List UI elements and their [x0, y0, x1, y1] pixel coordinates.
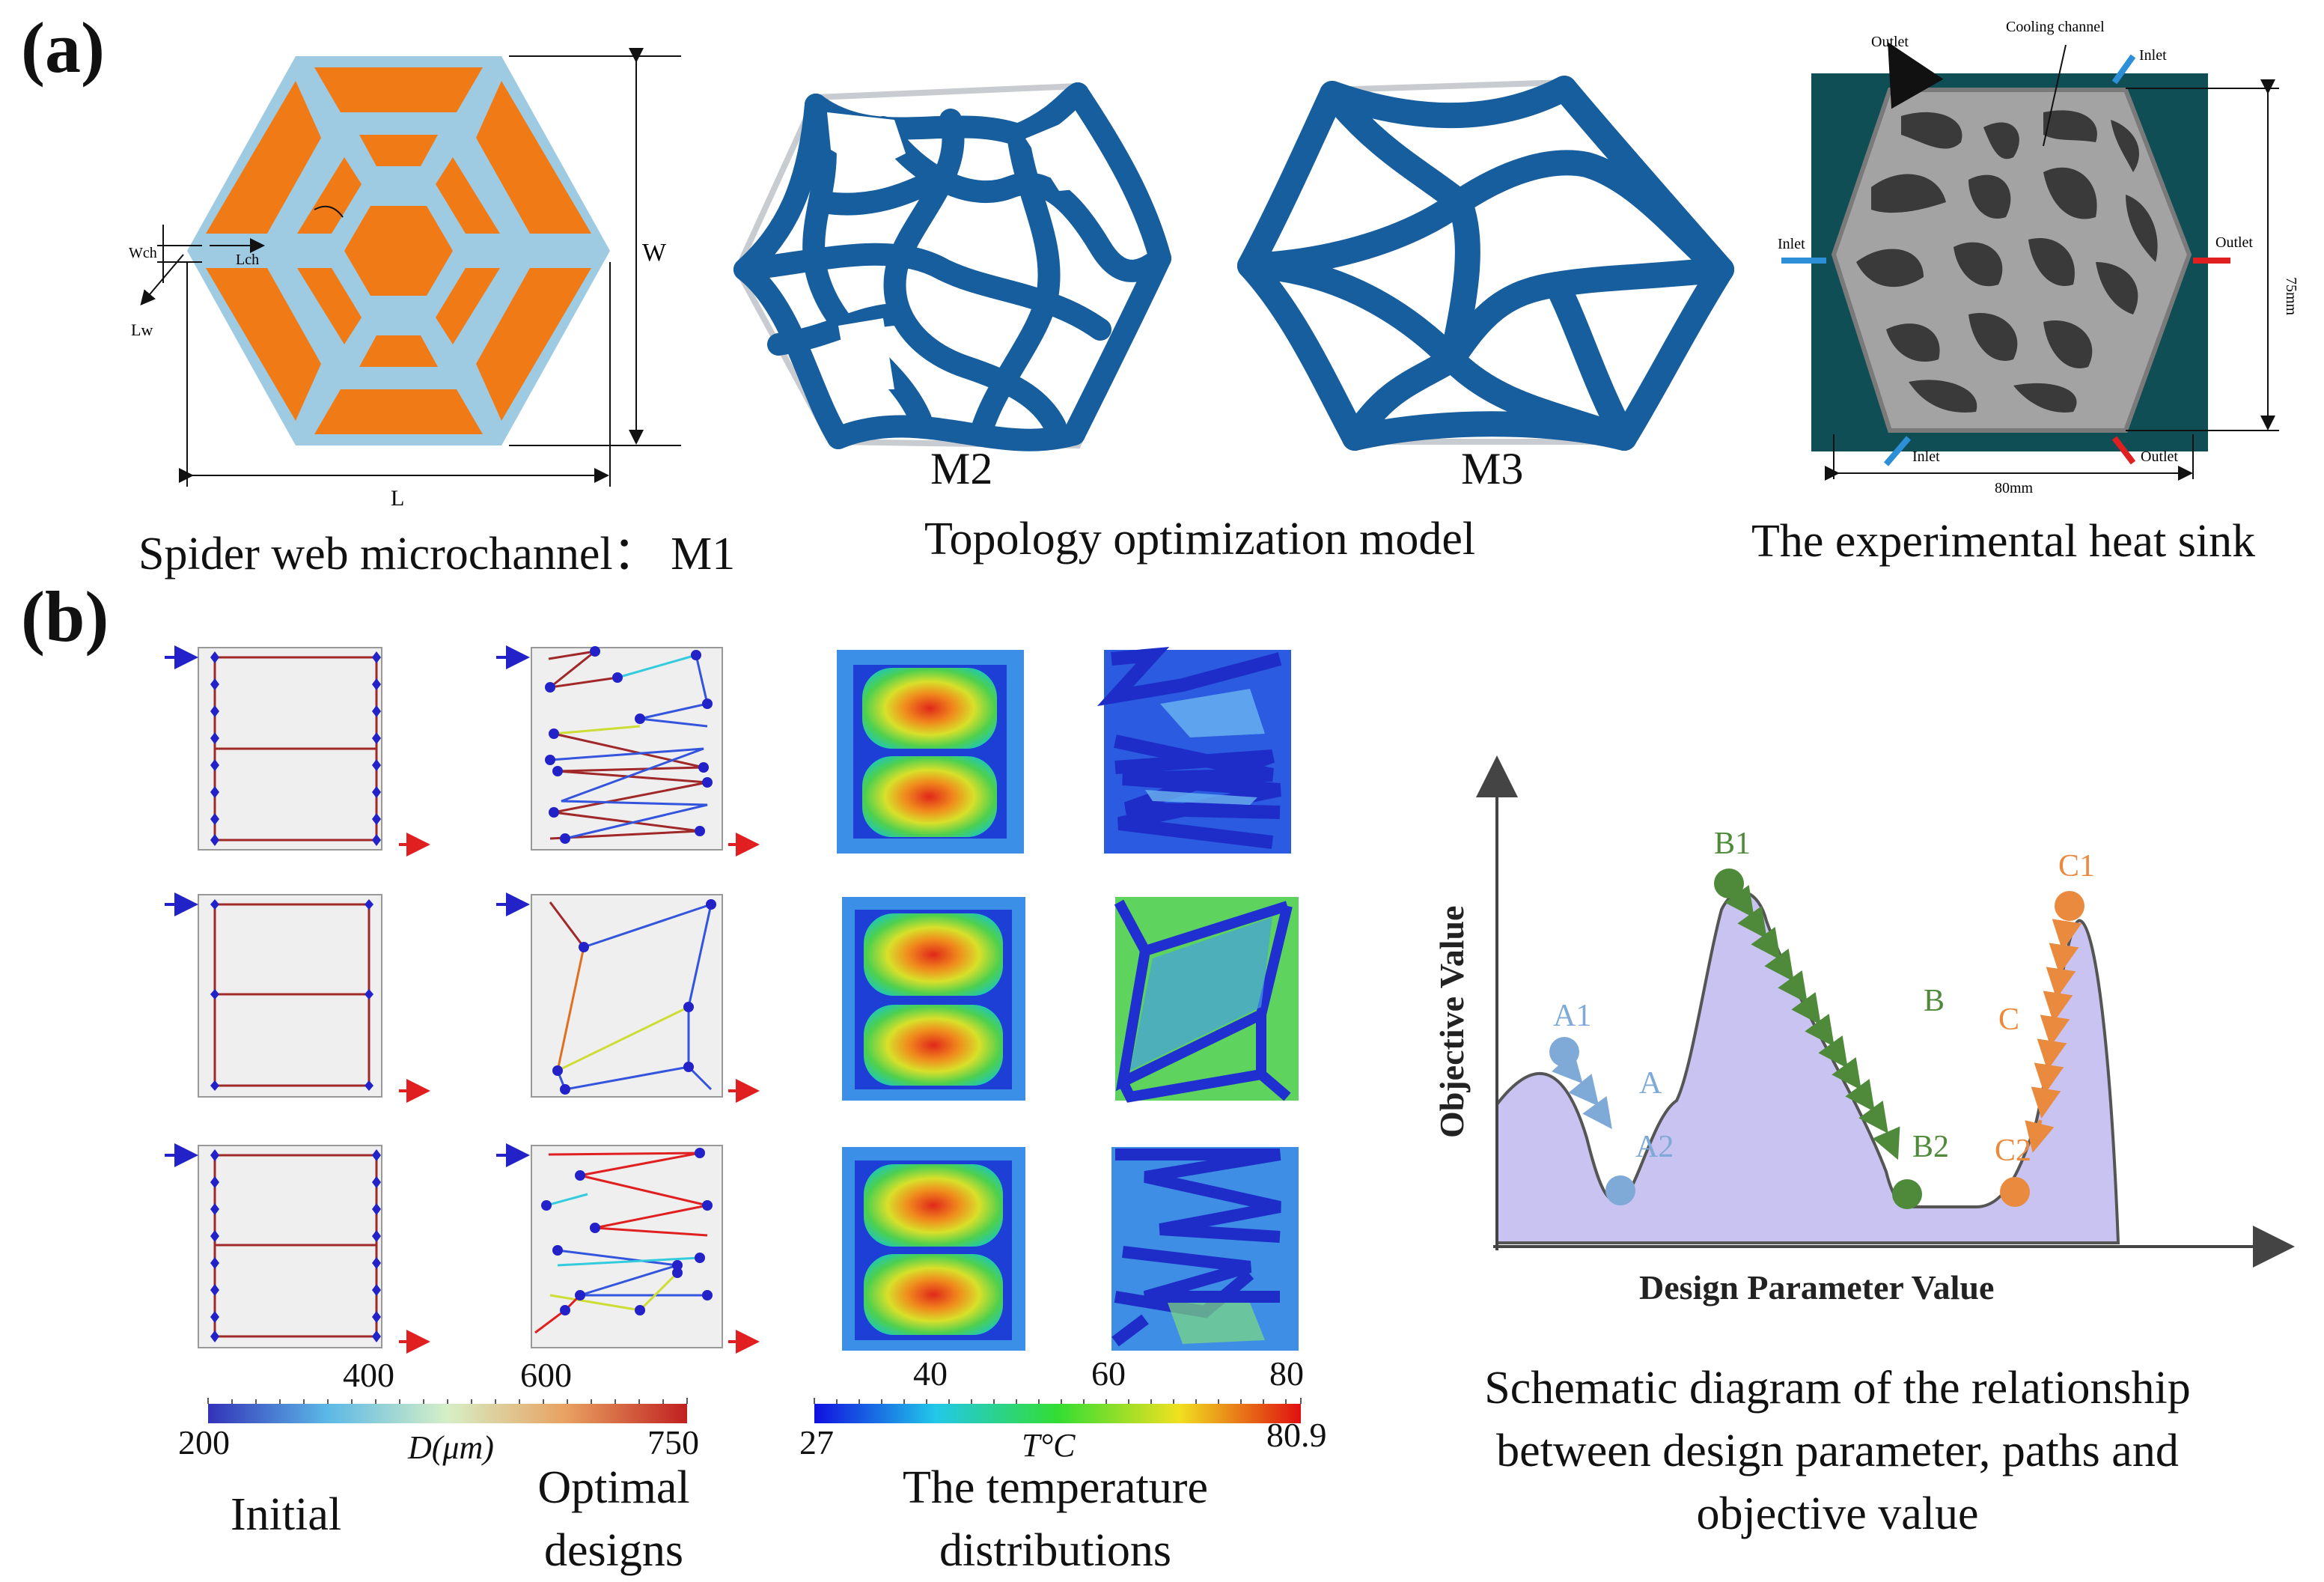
panel-a-label: (a)	[21, 7, 105, 88]
optimal-designs	[496, 645, 760, 1354]
heat-sink-channels	[1856, 110, 2158, 413]
colorbar-t-tick-60: 60	[1091, 1354, 1126, 1393]
m1-dimension-lines	[140, 48, 681, 487]
temperature-distributions	[837, 646, 1299, 1351]
panel-b-label: (b)	[21, 576, 109, 657]
hs-outlet-top: Outlet	[1871, 34, 1909, 50]
m3-topology-model	[1237, 76, 1734, 451]
initial-designs	[165, 645, 430, 1354]
m1-caption: Spider web microchannel： M1	[138, 529, 736, 579]
label-b: B	[1924, 984, 1945, 1018]
point-b1	[1714, 868, 1744, 898]
hs-inlet-bottom: Inlet	[1912, 448, 1940, 465]
m3-label: M3	[1461, 444, 1524, 493]
label-a2: A2	[1635, 1130, 1674, 1164]
m1-w-label: W	[642, 239, 667, 267]
m2-label: M2	[930, 444, 993, 493]
experimental-caption: The experimental heat sink	[1751, 516, 2256, 567]
m1-l-label: L	[391, 486, 404, 511]
label-c: C	[1998, 1003, 2019, 1037]
m1-lch-label: Lch	[236, 252, 259, 268]
hs-height-dim: 75mm	[2283, 277, 2299, 316]
temperature-caption: The temperature distributions	[903, 1462, 1208, 1576]
m1-outer-ring	[206, 67, 591, 434]
temp-map-initial-2	[842, 897, 1025, 1101]
m1-center-hexagon	[344, 206, 453, 296]
colorbar-t-label: T°C	[1022, 1427, 1076, 1464]
schematic-diagram: A1 A A2 B1 B B2 C1 C C2 Objective Value …	[1433, 755, 2295, 1306]
colorbar-t-max: 80.9	[1266, 1416, 1327, 1454]
colorbar-diameter	[207, 1398, 688, 1423]
colorbar-d-label: D(μm)	[408, 1429, 494, 1466]
initial-design-2	[165, 892, 430, 1103]
initial-design-1	[165, 645, 430, 857]
hs-inlet-top: Inlet	[2139, 47, 2167, 64]
m1-middle-ring	[297, 135, 500, 367]
x-axis-label: Design Parameter Value	[1639, 1268, 1994, 1306]
colorbar-d-min: 200	[178, 1423, 230, 1461]
temp-map-optimal-3	[1111, 1147, 1299, 1351]
point-c1	[2055, 891, 2084, 921]
schematic-caption: Schematic diagram of the relationship be…	[1484, 1363, 2191, 1539]
initial-design-3	[165, 1143, 430, 1354]
label-c2: C2	[1995, 1134, 2031, 1168]
optimal-caption: Optimal designs	[537, 1462, 690, 1576]
optimal-design-2	[496, 892, 760, 1103]
label-a1: A1	[1553, 999, 1591, 1033]
label-b1: B1	[1714, 827, 1751, 861]
optimal-design-3	[496, 1143, 760, 1354]
label-c1: C1	[2058, 849, 2095, 883]
hs-cooling-channel: Cooling channel	[2006, 19, 2105, 35]
initial-caption: Initial	[231, 1489, 342, 1540]
hs-outlet-right: Outlet	[2215, 234, 2253, 251]
point-b2	[1892, 1179, 1922, 1209]
experimental-heat-sink: Outlet Cooling channel Inlet Inlet Outle…	[1778, 19, 2299, 496]
topology-caption: Topology optimization model	[924, 514, 1476, 565]
colorbar-d-tick-600: 600	[520, 1356, 572, 1394]
point-a2	[1605, 1175, 1635, 1205]
point-a1	[1549, 1037, 1579, 1067]
hs-width-dim: 80mm	[1995, 480, 2034, 496]
colorbar-t-tick-80: 80	[1269, 1354, 1304, 1393]
temp-map-optimal-1	[1097, 646, 1291, 854]
m2-topology-model	[734, 82, 1171, 451]
point-c2	[2000, 1177, 2030, 1207]
temp-map-optimal-2	[1114, 897, 1299, 1103]
hs-outlet-bottom: Outlet	[2141, 448, 2178, 465]
optimal-design-1	[496, 645, 760, 857]
temp-map-initial-3	[842, 1147, 1025, 1351]
hs-inlet-left: Inlet	[1778, 236, 1805, 252]
m1-spider-web-diagram: Wch Lch Lw W L	[129, 48, 681, 511]
m1-wch-label: Wch	[129, 245, 157, 261]
temp-map-initial-1	[837, 650, 1024, 854]
label-a: A	[1639, 1066, 1662, 1101]
colorbar-d-max: 750	[647, 1423, 699, 1461]
colorbar-d-tick-400: 400	[343, 1356, 394, 1394]
m1-lw-label: Lw	[131, 320, 153, 339]
colorbar-t-tick-40: 40	[913, 1354, 948, 1393]
colorbar-t-min: 27	[799, 1423, 834, 1461]
y-axis-label: Objective Value	[1433, 906, 1471, 1138]
colorbar-temperature	[814, 1398, 1302, 1423]
label-b2: B2	[1912, 1130, 1949, 1164]
